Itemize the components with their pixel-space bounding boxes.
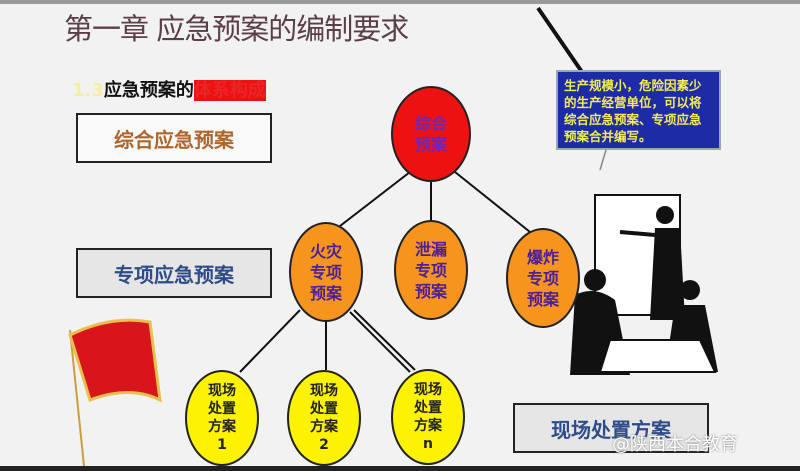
- watermark: @陕西本合教育: [612, 434, 738, 455]
- node-onsite-2: 现场 处置 方案 2: [287, 370, 361, 466]
- section-number: 1.3: [72, 80, 104, 101]
- level-special-plan: 专项应急预案: [76, 248, 272, 298]
- level-onsite-plan: 现场处置方案: [513, 403, 709, 453]
- node-explosion: 爆炸 专项 预案: [506, 228, 580, 328]
- slide-title: 第一章 应急预案的编制要求: [64, 12, 409, 46]
- red-flag-icon: [68, 318, 162, 467]
- node-onsite-n: 现场 处置 方案 n: [391, 369, 465, 465]
- meeting-illustration-icon: [570, 194, 718, 375]
- node-onsite-1: 现场 处置 方案 1: [185, 370, 259, 466]
- note-box: 生产规模小，危险因素少的生产经营单位，可以将综合应急预案、专项应急预案合并编写。: [556, 70, 721, 150]
- node-fire: 火灾 专项 预案: [289, 222, 363, 322]
- section-text: 应急预案的: [103, 80, 194, 101]
- top-border: [0, 0, 800, 4]
- section-highlight: 体系构成: [193, 80, 266, 101]
- bottom-border: [0, 466, 800, 471]
- node-leak: 泄漏 专项 预案: [394, 220, 468, 320]
- node-root: 综合 预案: [391, 86, 471, 182]
- section-heading: 1.3应急预案的体系构成: [72, 76, 266, 102]
- level-general-plan: 综合应急预案: [76, 113, 272, 163]
